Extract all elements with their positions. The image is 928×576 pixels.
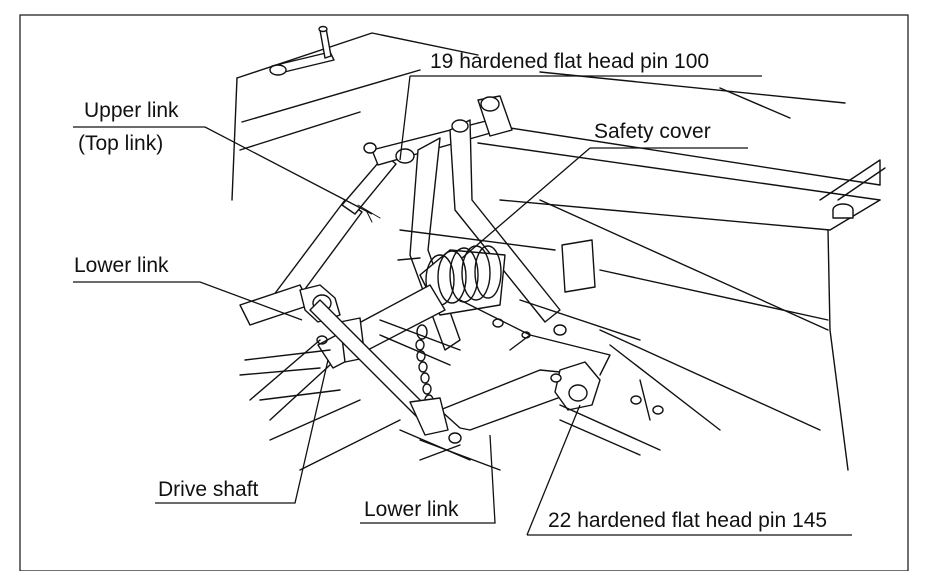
label-lower-link-bottom: Lower link (364, 498, 459, 521)
bolt-cap (832, 203, 854, 219)
leader-lower-link-bottom (360, 434, 496, 524)
leader-safety-cover (461, 147, 591, 259)
leader-lower-link-left (73, 281, 303, 321)
label-lower-link-left: Lower link (74, 254, 169, 277)
label-upper-link: Upper link (84, 99, 179, 122)
a-frame-mast (397, 119, 561, 351)
leader-pin-22 (526, 404, 581, 536)
leader-pin-19 (399, 75, 411, 161)
leader-drive-shaft (155, 359, 329, 504)
label-pin-22: 22 hardened flat head pin 145 (548, 509, 827, 532)
lower-link-left-part (239, 284, 431, 419)
crank-handle (269, 25, 335, 76)
lower-link-bottom-part (409, 361, 601, 444)
label-pin-19: 19 hardened flat head pin 100 (430, 50, 709, 73)
leader-lines (73, 75, 852, 536)
hitch-frame (379, 299, 821, 471)
label-safety-cover: Safety cover (594, 120, 711, 143)
label-top-link: (Top link) (78, 132, 163, 155)
label-drive-shaft: Drive shaft (158, 478, 259, 501)
machine-housing (231, 32, 886, 471)
leader-upper-link (73, 126, 373, 215)
ground-lines (239, 349, 461, 471)
